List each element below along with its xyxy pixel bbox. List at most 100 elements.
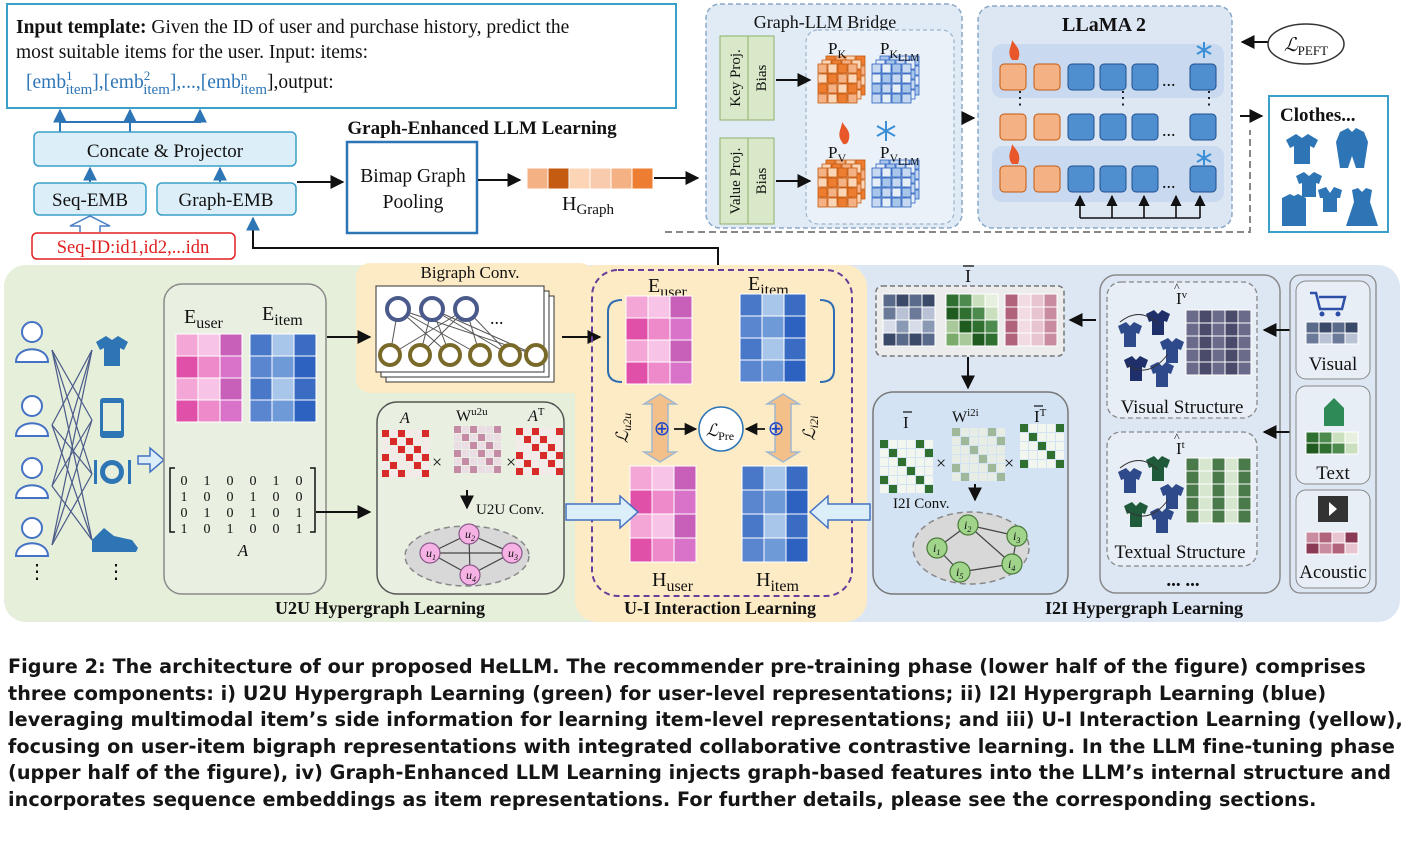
matrix-cell: [1224, 361, 1239, 376]
matrix-cell: [516, 460, 523, 467]
prefix-cell: [891, 167, 902, 178]
matrix-cell: [1198, 509, 1213, 524]
matrix-cell: [1198, 457, 1213, 472]
l-u2u: ℒu2u: [613, 413, 634, 443]
matrix-cell: [1224, 348, 1239, 363]
matrix-cell: [1237, 348, 1252, 363]
matrix-cell: [1017, 332, 1032, 347]
prefix-cell: [837, 177, 848, 188]
bigraph-item-node: [524, 343, 548, 367]
matrix-cell: [1305, 542, 1320, 555]
matrix-cell: [1344, 431, 1359, 444]
matrix-cell: [916, 458, 924, 466]
times-3: ×: [936, 453, 946, 473]
it-label: IT: [1034, 407, 1047, 426]
u2u-conv-matrices: [382, 426, 563, 477]
matrix-cell: [524, 460, 531, 467]
matrix-cell: [952, 464, 960, 472]
prefix-cell: [901, 73, 912, 84]
matrix-cell: [1185, 309, 1200, 324]
matrix-cell: [925, 467, 933, 475]
matrix-cell: [1211, 309, 1226, 324]
matrix-cell: [406, 438, 413, 445]
llm-token: [1131, 113, 1159, 141]
matrix-cell: [390, 430, 397, 437]
prefix-cell: [837, 93, 848, 104]
key-proj-label: Key Proj.: [728, 49, 744, 107]
matrix-cell: [414, 438, 421, 445]
matrix-cell: [1047, 433, 1055, 441]
times-4: ×: [1004, 453, 1014, 473]
matrix-cell: [921, 332, 936, 347]
matrix-cell: [1198, 483, 1213, 498]
matrix-cell: [556, 460, 563, 467]
pk-llm-label: PKLLM: [880, 39, 919, 64]
matrix-cell: [625, 295, 649, 319]
matrix-cell: [1017, 306, 1032, 321]
matrix-cell: [1237, 470, 1252, 485]
matrix-cell: [945, 293, 960, 308]
matrix-cell: [1318, 321, 1333, 334]
i-node: [1001, 553, 1023, 575]
matrix-cell: [739, 337, 763, 361]
matrix-value: 0: [273, 490, 280, 505]
prefix-cell: [847, 197, 858, 208]
matrix-cell: [889, 467, 897, 475]
matrix-cell: [398, 470, 405, 477]
i-node-label: i4: [1008, 557, 1015, 573]
matrix-cell: [1020, 451, 1028, 459]
prefix-token: [999, 63, 1027, 91]
matrix-cell: [889, 476, 897, 484]
matrix-cell: [454, 434, 461, 441]
matrix-cell: [785, 465, 809, 491]
matrix-cell: [293, 333, 317, 357]
matrix-cell: [414, 470, 421, 477]
matrix-cell: [516, 468, 523, 475]
matrix-cell: [548, 428, 555, 435]
matrix-cell: [556, 444, 563, 451]
matrix-cell: [1211, 496, 1226, 511]
matrix-cell: [1211, 483, 1226, 498]
matrix-cell: [785, 513, 809, 539]
bimap-line1: Bimap Graph: [360, 166, 466, 187]
matrix-cell: [970, 437, 978, 445]
matrix-cell: [945, 319, 960, 334]
u-node: [419, 542, 441, 564]
i-node: [926, 537, 948, 559]
matrix-cell: [1038, 451, 1046, 459]
llm-token: [1099, 165, 1127, 193]
matrix-cell: [271, 377, 295, 401]
matrix-cell: [882, 306, 897, 321]
matrix-cell: [532, 436, 539, 443]
figure-caption: Figure 2: The architecture of our propos…: [8, 655, 1403, 811]
matrix-cell: [952, 473, 960, 481]
matrix-cell: [763, 513, 787, 539]
matrix-cell: [669, 317, 693, 341]
matrix-cell: [470, 458, 477, 465]
matrix-cell: [783, 337, 807, 361]
matrix-cell: [1185, 496, 1200, 511]
llm-token: [1131, 165, 1159, 193]
matrix-cell: [625, 317, 649, 341]
text-modality-matrix: [1305, 431, 1359, 455]
matrix-cell: [470, 466, 477, 473]
matrix-cell: [293, 355, 317, 379]
matrix-cell: [390, 462, 397, 469]
prefix-token: [999, 165, 1027, 193]
matrix-cell: [1056, 451, 1064, 459]
matrix-cell: [629, 513, 653, 539]
matrix-cell: [958, 332, 973, 347]
matrix-cell: [916, 440, 924, 448]
matrix-cell: [1185, 361, 1200, 376]
bipartite-edge: [51, 349, 93, 546]
prefix-cell: [837, 167, 848, 178]
output-label: Clothes...: [1280, 105, 1355, 126]
matrix-cell: [651, 489, 675, 515]
matrix-cell: [382, 454, 389, 461]
matrix-cell: [494, 450, 501, 457]
matrix-cell: [486, 442, 493, 449]
matrix-cell: [1331, 332, 1346, 345]
matrix-cell: [979, 446, 987, 454]
